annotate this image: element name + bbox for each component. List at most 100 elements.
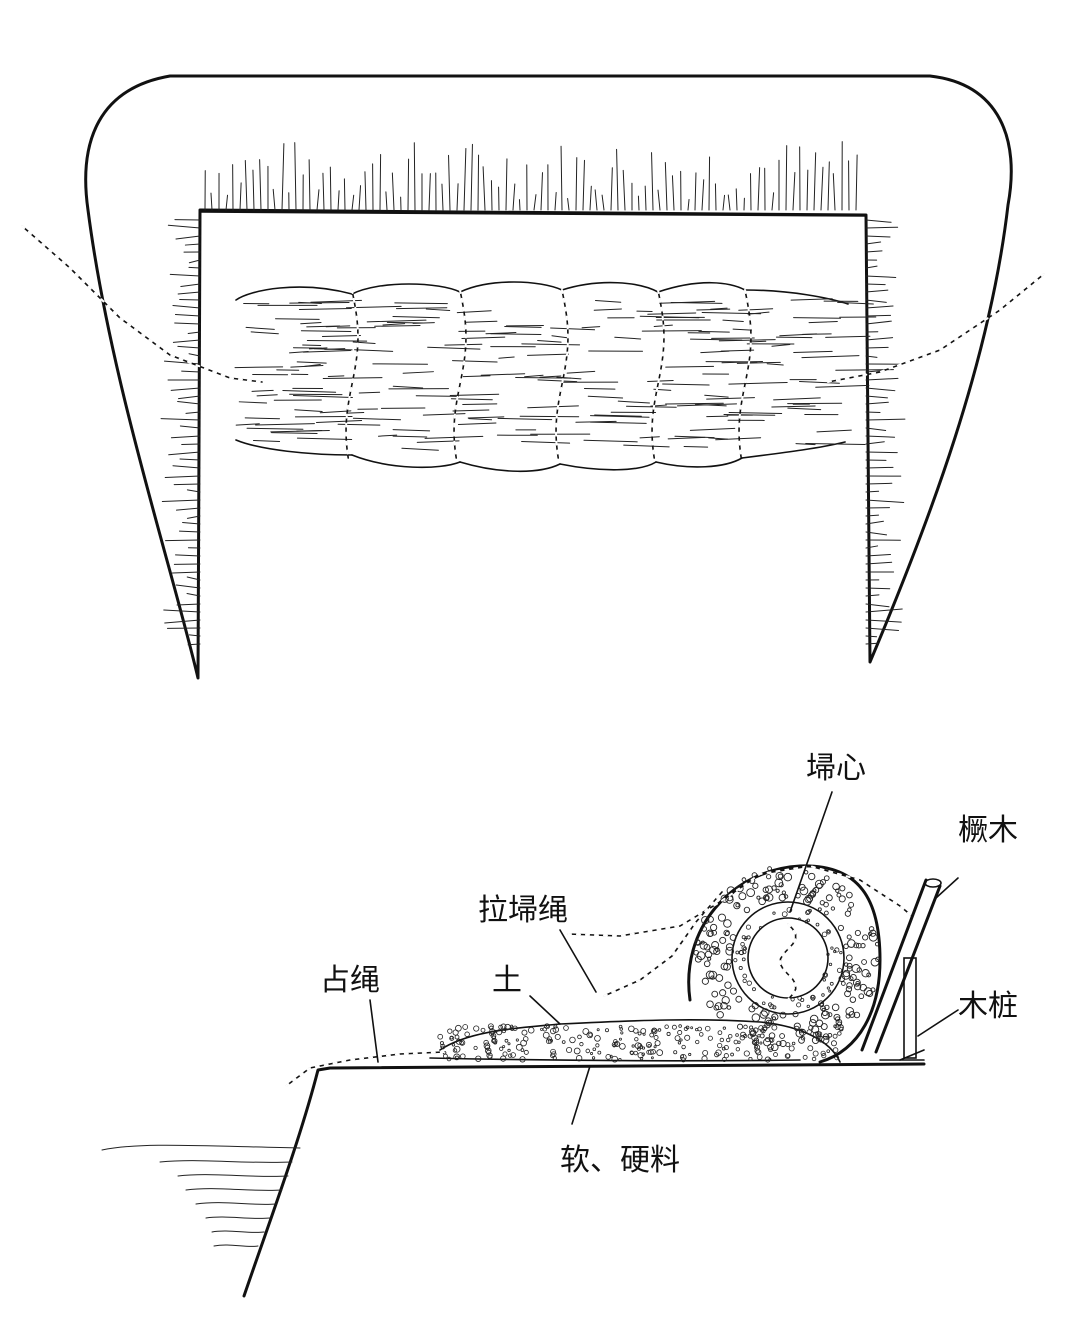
roll-dot bbox=[747, 1033, 753, 1039]
roll-dot bbox=[759, 1010, 768, 1019]
soil-dot bbox=[679, 1038, 683, 1042]
fringe-hair bbox=[174, 322, 201, 325]
soil-dot bbox=[735, 1047, 740, 1052]
soil-dot bbox=[573, 1047, 581, 1055]
soil-dot bbox=[496, 1029, 503, 1036]
fringe-hair bbox=[364, 171, 367, 211]
straw-stroke bbox=[779, 333, 818, 337]
soil-dot bbox=[455, 1038, 462, 1045]
soil-dot bbox=[605, 1028, 609, 1033]
roll-dot bbox=[761, 1028, 766, 1034]
soil-dot bbox=[569, 1036, 576, 1044]
straw-bundle bbox=[234, 281, 894, 473]
soil-dot bbox=[454, 1034, 460, 1040]
fringe-hair bbox=[575, 157, 578, 211]
roll-dot bbox=[790, 997, 795, 1002]
soil-dot bbox=[645, 1041, 652, 1048]
straw-stroke bbox=[416, 440, 460, 443]
soil-dot bbox=[544, 1023, 550, 1030]
straw-stroke bbox=[347, 412, 365, 414]
soil-dot bbox=[500, 1023, 507, 1030]
fringe-hair bbox=[637, 195, 640, 211]
soil-dot bbox=[446, 1056, 452, 1062]
fringe-hair bbox=[757, 167, 761, 211]
fringe-hair bbox=[186, 489, 201, 493]
roll-dot bbox=[737, 1023, 744, 1030]
straw-stroke bbox=[271, 432, 318, 434]
soil-dot bbox=[722, 1026, 726, 1030]
soil-dot bbox=[759, 1041, 763, 1045]
roll-dot bbox=[844, 990, 851, 998]
roll-dot bbox=[846, 982, 853, 989]
soil-dot bbox=[440, 1043, 446, 1049]
soil-dot bbox=[764, 1056, 771, 1063]
soil-dot bbox=[586, 1031, 594, 1039]
roll-dot bbox=[752, 1027, 759, 1033]
fringe-hair bbox=[594, 189, 598, 211]
straw-stroke bbox=[700, 350, 730, 354]
soil-dot bbox=[634, 1042, 642, 1049]
soil-dot bbox=[641, 1046, 646, 1050]
straw-stroke bbox=[451, 360, 498, 363]
soil-dot bbox=[521, 1029, 528, 1036]
soil-dot bbox=[701, 1055, 708, 1062]
fringe-hair bbox=[701, 179, 705, 211]
soil-dot bbox=[727, 1033, 733, 1039]
fringe-hair bbox=[865, 418, 906, 421]
soil-dot bbox=[462, 1024, 469, 1030]
binding-ropes bbox=[345, 289, 752, 459]
fringe-hair bbox=[308, 159, 311, 211]
roll-dot bbox=[866, 972, 872, 978]
straw-stroke bbox=[245, 326, 275, 330]
fringe-hair bbox=[865, 411, 881, 414]
roll-dot bbox=[775, 871, 784, 881]
straw-stroke bbox=[566, 370, 596, 374]
soil-dot bbox=[755, 1049, 762, 1056]
soil-dot bbox=[837, 1031, 842, 1036]
soil-dot bbox=[483, 1039, 489, 1046]
straw-stroke bbox=[244, 417, 281, 420]
fringe-hair bbox=[865, 608, 903, 613]
soil-dot bbox=[647, 1044, 651, 1048]
straw-stroke bbox=[665, 402, 724, 405]
straw-stroke bbox=[498, 356, 515, 359]
straw-stroke bbox=[467, 416, 505, 419]
roll-dot bbox=[751, 1039, 758, 1045]
straw-stroke bbox=[793, 317, 842, 319]
roll-dot bbox=[845, 954, 853, 962]
soil-dot bbox=[486, 1049, 492, 1055]
roll-dot bbox=[792, 1011, 799, 1018]
soil-dot bbox=[510, 1052, 516, 1058]
roll-dot bbox=[838, 895, 846, 903]
fringe-hair bbox=[358, 185, 362, 211]
straw-stroke bbox=[337, 423, 381, 426]
soil-dot bbox=[629, 1050, 634, 1055]
soil-dot bbox=[773, 1052, 778, 1057]
soil-dot bbox=[507, 1048, 511, 1053]
straw-stroke bbox=[234, 366, 284, 369]
soil-dot bbox=[677, 1030, 683, 1036]
roll-dot bbox=[742, 949, 747, 955]
straw-stroke bbox=[304, 363, 321, 367]
fringe-hair bbox=[175, 584, 201, 589]
straw-stroke bbox=[749, 340, 767, 343]
roll-dot bbox=[858, 993, 865, 1000]
fringe-hair bbox=[727, 194, 731, 211]
fringe-hair bbox=[177, 401, 201, 405]
label-pile: 橛木 bbox=[958, 813, 1018, 848]
roll-dot bbox=[853, 942, 860, 949]
roll-dot bbox=[835, 888, 840, 893]
fringe-hair bbox=[714, 183, 717, 211]
fringe-hair bbox=[865, 377, 899, 381]
fringe-hair bbox=[448, 154, 451, 211]
roll-dot bbox=[781, 890, 786, 895]
soil-dot bbox=[563, 1025, 569, 1031]
roll-dot bbox=[826, 986, 830, 990]
roll-dot bbox=[741, 935, 746, 940]
soil-dot bbox=[591, 1056, 596, 1060]
fringe-hair bbox=[343, 178, 346, 211]
fringe-hair bbox=[832, 173, 836, 211]
roll-dot bbox=[836, 967, 843, 973]
roll-dot bbox=[715, 974, 724, 982]
roll-dot bbox=[777, 873, 783, 879]
